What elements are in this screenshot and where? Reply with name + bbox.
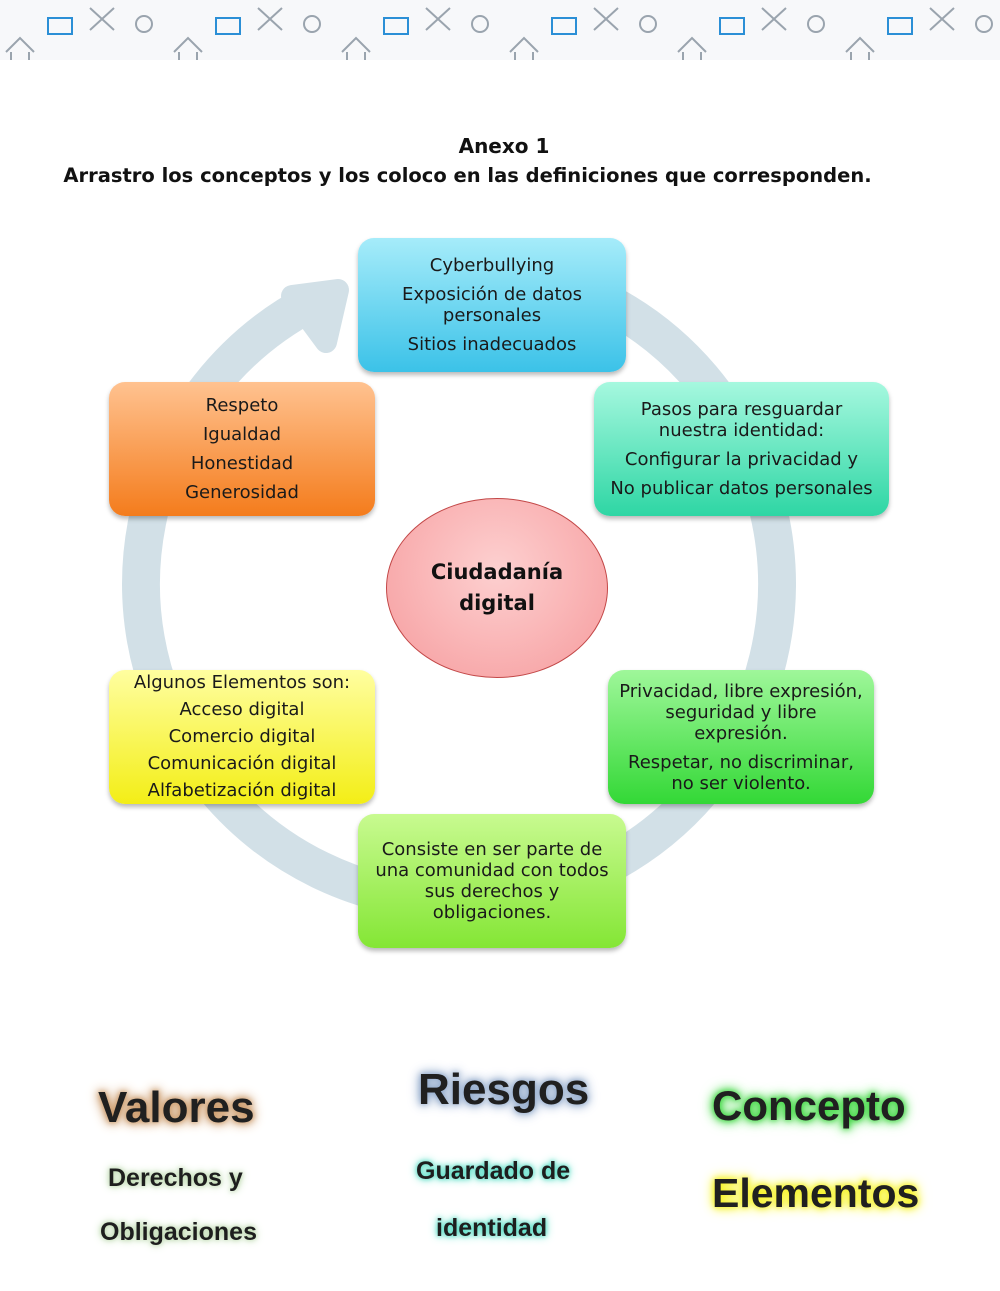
identidad-line: Pasos para resguardar nuestra identidad: [640,399,843,441]
doodle-mark [929,7,955,31]
doodle-mark [845,36,875,60]
drag-word-concepto[interactable]: Concepto [712,1082,906,1129]
doodle-mark [975,15,993,33]
riesgos-definition-box[interactable]: Cyberbullying Exposición de datos person… [358,238,626,372]
riesgos-line: Exposición de datos personales [401,284,582,326]
doodle-mark [887,17,913,35]
derechos-definition-box[interactable]: Privacidad, libre expresión, seguridad y… [608,670,874,804]
elementos-line: Acceso digital [179,698,305,720]
doodle-mark [173,36,203,60]
elementos-line: Alfabetización digital [147,779,337,801]
derechos-line: Privacidad, libre expresión, seguridad y… [619,680,863,744]
drag-word-identidad[interactable]: identidad [436,1214,548,1242]
identidad-line: Configurar la privacidad y [624,449,859,470]
annex-title: Anexo 1 [458,134,550,158]
drag-word-riesgos[interactable]: Riesgos [418,1065,590,1114]
elementos-definition-box[interactable]: Algunos Elementos son: Acceso digital Co… [109,670,375,804]
riesgos-line: Cyberbullying [429,255,555,276]
instruction-text: Arrastro los conceptos y los coloco en l… [63,164,872,187]
valores-line: Honestidad [190,453,294,474]
doodle-mark [5,36,35,60]
identidad-line: No publicar datos personales [610,478,873,499]
identidad-definition-box[interactable]: Pasos para resguardar nuestra identidad:… [594,382,889,516]
doodle-mark [551,17,577,35]
center-line: digital [459,591,535,615]
school-doodles-icon [5,7,993,60]
cycle-arrow-head-icon [281,279,349,353]
doodle-mark [215,17,241,35]
doodle-banner [0,0,1000,60]
concepto-line: Consiste en ser parte de una comunidad c… [375,839,609,923]
doodle-mark [135,15,153,33]
concepto-definition-box[interactable]: Consiste en ser parte de una comunidad c… [358,814,626,948]
drag-word-derechos[interactable]: Derechos y [108,1164,243,1192]
valores-line: Respeto [205,395,279,416]
doodle-mark [341,36,371,60]
doodle-mark [471,15,489,33]
valores-line: Generosidad [185,482,299,503]
drag-word-guardado[interactable]: Guardado de [416,1157,571,1185]
derechos-line: Respetar, no discriminar, no ser violent… [628,751,854,794]
doodle-mark [593,7,619,31]
drag-word-elementos[interactable]: Elementos [712,1170,920,1216]
doodle-mark [761,7,787,31]
doodle-mark [47,17,73,35]
doodle-mark [303,15,321,33]
valores-definition-box[interactable]: Respeto Igualdad Honestidad Generosidad [109,382,375,516]
elementos-line: Algunos Elementos son: [133,671,351,693]
doodle-mark [509,36,539,60]
doodle-mark [425,7,451,31]
doodle-mark [639,15,657,33]
doodle-mark [807,15,825,33]
doodle-mark [677,36,707,60]
riesgos-line: Sitios inadecuados [407,334,577,355]
doodle-mark [89,7,115,31]
valores-line: Igualdad [202,424,282,445]
doodle-mark [257,7,283,31]
center-line: Ciudadanía [430,560,564,584]
elementos-line: Comercio digital [168,725,316,747]
center-ciudadania-digital: Ciudadanía digital [386,498,608,678]
drag-word-valores[interactable]: Valores [98,1083,255,1132]
doodle-mark [719,17,745,35]
doodle-mark [383,17,409,35]
drag-word-obligaciones[interactable]: Obligaciones [100,1218,257,1246]
elementos-line: Comunicación digital [147,752,337,774]
